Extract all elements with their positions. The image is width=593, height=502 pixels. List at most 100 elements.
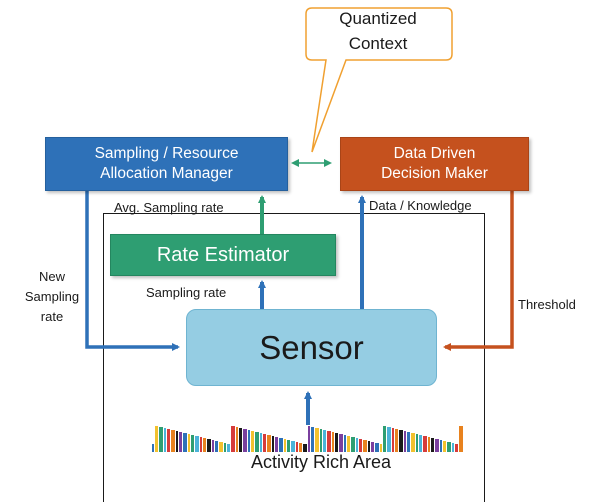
callout-line-2: Context (348, 34, 408, 53)
activity-bar (356, 438, 358, 452)
new-sampling-rate-arrow (85, 191, 180, 351)
sampling-rate-label: Sampling rate (146, 285, 227, 300)
activity-bar (368, 441, 370, 452)
sampling-resource-manager-box: Sampling / Resource Allocation Manager (45, 137, 288, 191)
activity-bar (239, 428, 242, 452)
activity-bar (428, 437, 430, 452)
activity-bar (303, 444, 307, 452)
callout-text: Quantized Context (304, 6, 452, 56)
activity-bar (363, 440, 367, 452)
activity-bar (224, 443, 226, 452)
activity-bar (419, 435, 422, 452)
new-sampling-rate-label: New Sampling rate (24, 267, 80, 327)
decision-maker-box: Data Driven Decision Maker (340, 137, 529, 191)
manager-line-1: Sampling / Resource (94, 145, 239, 162)
activity-bar (423, 436, 427, 452)
activity-bar (459, 426, 463, 452)
activity-bar (411, 433, 415, 452)
activity-bar (323, 430, 326, 452)
activity-bar (255, 432, 259, 452)
activity-bar (227, 444, 230, 452)
activity-bar (207, 439, 211, 452)
activity-bar (383, 426, 386, 452)
activity-bar (339, 434, 343, 452)
callout-line-1: Quantized (339, 9, 417, 28)
activity-bar (308, 426, 310, 452)
new-sampling-line-2: Sampling (24, 289, 80, 304)
activity-bar (183, 433, 187, 452)
activity-bar (296, 442, 298, 452)
activity-bar (347, 436, 350, 452)
activity-bar (435, 439, 439, 452)
manager-line-2: Allocation Manager (100, 165, 233, 182)
activity-frame (103, 213, 485, 502)
activity-bar (200, 437, 202, 452)
activity-bar (279, 438, 283, 452)
activity-bar (248, 430, 250, 452)
activity-bar (152, 444, 154, 452)
sensor-box: Sensor (186, 309, 437, 386)
activity-bar (320, 429, 322, 452)
activity-bar (392, 428, 394, 452)
activity-bar (315, 428, 319, 452)
activity-bar (416, 434, 418, 452)
activity-bar (332, 432, 334, 452)
activity-bar (371, 442, 374, 452)
activity-bar (387, 427, 391, 452)
activity-bar (287, 440, 290, 452)
activity-bar (431, 438, 434, 452)
activity-bar (395, 429, 398, 452)
threshold-arrow (443, 191, 514, 351)
activity-rich-area-label: Activity Rich Area (250, 452, 392, 472)
activity-bar (236, 427, 238, 452)
activity-bar (380, 444, 382, 452)
activity-bar (176, 431, 178, 452)
activity-bar (443, 441, 446, 452)
decision-maker-line-2: Decision Maker (381, 165, 488, 182)
activity-bar (188, 434, 190, 452)
activity-bar (284, 439, 286, 452)
rate-estimator-label: Rate Estimator (156, 243, 290, 266)
activity-bar (231, 426, 235, 452)
activity-bar (327, 431, 331, 452)
activity-bar (267, 435, 271, 452)
activity-bar (203, 438, 206, 452)
activity-bar (359, 439, 362, 452)
activity-bar (455, 444, 458, 452)
activity-bar (191, 435, 194, 452)
activity-bar (447, 442, 451, 452)
activity-bar (399, 430, 403, 452)
data-knowledge-label: Data / Knowledge (369, 198, 472, 213)
activity-bar (440, 440, 442, 452)
activity-bar (260, 433, 262, 452)
activity-bar (375, 443, 379, 452)
activity-bar (275, 437, 278, 452)
activity-bar (299, 443, 302, 452)
activity-bar (212, 440, 214, 452)
activity-bar (159, 427, 163, 452)
activity-bar (251, 431, 254, 452)
activity-bar (215, 441, 218, 452)
activity-bar (291, 441, 295, 452)
activity-bar (452, 443, 454, 452)
activity-bar (263, 434, 266, 452)
activity-bar (167, 429, 170, 452)
threshold-label: Threshold (518, 297, 576, 312)
activity-bar (179, 432, 182, 452)
activity-bar (351, 437, 355, 452)
activity-bar (171, 430, 175, 452)
new-sampling-line-3: rate (40, 309, 64, 324)
new-sampling-line-1: New (38, 269, 65, 284)
activity-bar (155, 426, 158, 452)
rate-estimator-box: Rate Estimator (110, 234, 336, 276)
activity-bar (164, 428, 166, 452)
decision-maker-line-1: Data Driven (393, 145, 476, 162)
avg-sampling-rate-label: Avg. Sampling rate (114, 200, 224, 215)
activity-bar (335, 433, 338, 452)
activity-bar (243, 429, 247, 452)
activity-bar (272, 436, 274, 452)
activity-bar (344, 435, 346, 452)
callout-bubble (305, 7, 453, 153)
activity-bars-graphic (152, 426, 463, 452)
